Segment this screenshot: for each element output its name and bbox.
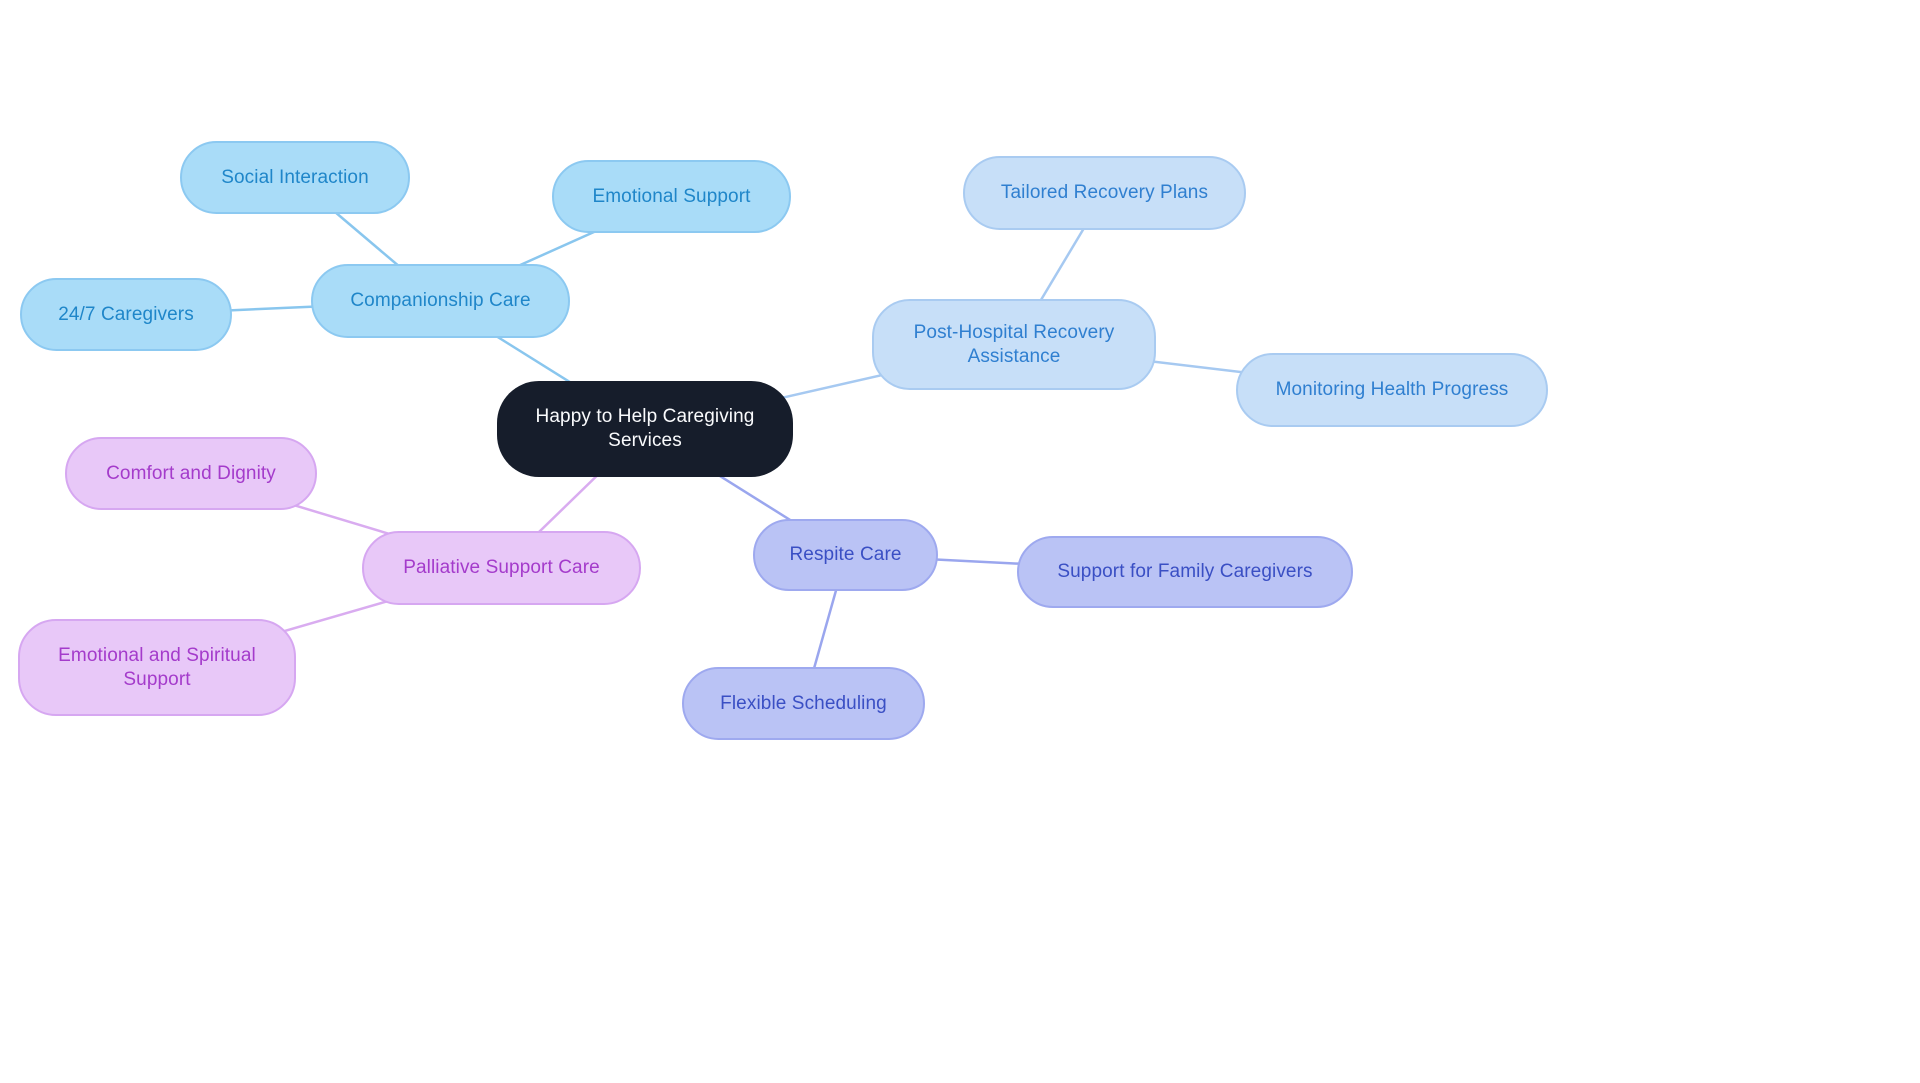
node-emotional-and-spiritual-support[interactable]: Emotional and Spiritual Support xyxy=(18,619,296,716)
node-monitoring-health-progress-label: Monitoring Health Progress xyxy=(1275,379,1509,401)
node-24-7-caregivers-label: 24/7 Caregivers xyxy=(58,303,194,325)
node-respite-care[interactable]: Respite Care xyxy=(753,519,938,591)
node-tailored-recovery-plans[interactable]: Tailored Recovery Plans xyxy=(963,156,1246,230)
node-companionship-care-label: Companionship Care xyxy=(350,290,531,312)
node-root-label: Happy to Help Caregiving Services xyxy=(535,406,755,451)
node-emotional-support-label: Emotional Support xyxy=(592,185,751,207)
node-social-interaction[interactable]: Social Interaction xyxy=(180,141,410,214)
node-flexible-scheduling-label: Flexible Scheduling xyxy=(720,692,887,714)
node-support-for-family-caregivers[interactable]: Support for Family Caregivers xyxy=(1017,536,1353,608)
node-social-interaction-label: Social Interaction xyxy=(221,166,369,188)
node-emotional-and-spiritual-support-label: Emotional and Spiritual Support xyxy=(58,644,256,690)
node-root[interactable]: Happy to Help Caregiving Services xyxy=(497,381,793,477)
node-post-hospital-recovery[interactable]: Post-Hospital Recovery Assistance xyxy=(872,299,1156,390)
node-palliative-support-care[interactable]: Palliative Support Care xyxy=(362,531,641,605)
node-comfort-and-dignity-label: Comfort and Dignity xyxy=(106,462,276,484)
node-support-for-family-caregivers-label: Support for Family Caregivers xyxy=(1057,561,1313,583)
node-comfort-and-dignity[interactable]: Comfort and Dignity xyxy=(65,437,317,510)
node-companionship-care[interactable]: Companionship Care xyxy=(311,264,570,338)
node-emotional-support[interactable]: Emotional Support xyxy=(552,160,791,233)
node-palliative-support-care-label: Palliative Support Care xyxy=(403,557,600,579)
node-flexible-scheduling[interactable]: Flexible Scheduling xyxy=(682,667,925,740)
node-post-hospital-recovery-label: Post-Hospital Recovery Assistance xyxy=(913,321,1115,367)
node-respite-care-label: Respite Care xyxy=(789,544,902,566)
node-monitoring-health-progress[interactable]: Monitoring Health Progress xyxy=(1236,353,1548,427)
node-24-7-caregivers[interactable]: 24/7 Caregivers xyxy=(20,278,232,351)
node-tailored-recovery-plans-label: Tailored Recovery Plans xyxy=(1000,182,1209,204)
